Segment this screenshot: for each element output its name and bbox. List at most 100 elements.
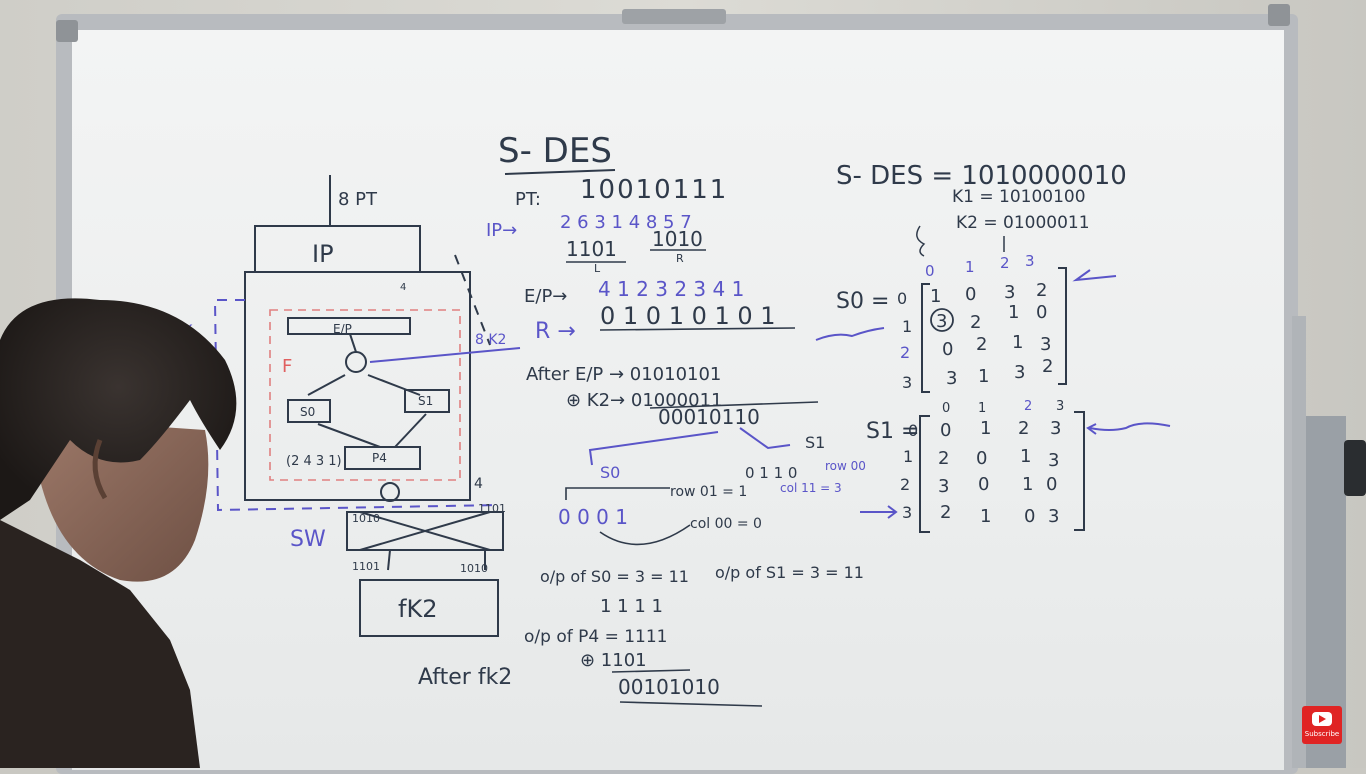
s0-tag: S0 [600, 463, 620, 482]
r-label: R → [535, 319, 576, 344]
sw-label: SW [290, 527, 326, 552]
after-fk2: After fk2 [418, 665, 512, 690]
ip-right: 1010 [652, 227, 703, 251]
s0-box-label: S0 [300, 405, 315, 419]
k2-line: K2 = 01000011 [956, 213, 1090, 233]
s1-cell: 1 [1022, 474, 1033, 495]
s0-cell: 0 [1036, 302, 1047, 323]
p4-perm-label: (2 4 3 1) [286, 454, 342, 469]
s1-col: 2 [1024, 399, 1032, 414]
brace-lines [565, 487, 691, 546]
pointer-arrows [815, 269, 1171, 519]
s0-cell: 2 [976, 334, 987, 355]
s0-cell: 3 [1004, 282, 1015, 303]
s1-cell: 2 [938, 448, 949, 469]
subscribe-button[interactable]: Subscribe [1302, 706, 1342, 744]
s1-row: 0 [908, 421, 918, 440]
fk2-box-label: fK2 [398, 595, 437, 623]
s1-label: S1 = [866, 419, 919, 444]
pt-in-label: 8 PT [338, 189, 378, 210]
k-label: 8 K2 [475, 332, 506, 348]
s0-cell: 3 [936, 311, 947, 332]
s1-matrix: S1 = 0 1 2 3 0 1 2 3 0 1 2 3 2 0 1 3 3 0… [866, 399, 1085, 533]
row-eq: row 01 = 1 [670, 484, 747, 500]
s0-row: 3 [902, 373, 912, 392]
col-s1: col 11 = 3 [780, 481, 842, 495]
s1-cell: 3 [1050, 418, 1061, 439]
s0-cell: 3 [1040, 334, 1051, 355]
r-tag: R [676, 252, 684, 265]
ip-left: 1101 [566, 237, 617, 261]
s0-cell: 1 [978, 366, 989, 387]
col-eq: col 00 = 0 [690, 516, 762, 532]
stand-knob [1344, 440, 1366, 496]
s1-cell: 2 [1018, 418, 1029, 439]
s1-row: 2 [900, 475, 910, 494]
s1-col: 0 [942, 401, 950, 416]
s1-cell: 2 [940, 502, 951, 523]
s1-cell: 0 [976, 448, 987, 469]
hair [0, 298, 237, 520]
s1-cell: 1 [980, 506, 991, 527]
s1-cell: 1 [1020, 446, 1031, 467]
split-arrows [588, 427, 791, 466]
s0-col: 3 [1025, 252, 1035, 270]
s0-cell: 0 [942, 339, 953, 360]
op-s0: o/p of S0 = 3 = 11 [540, 567, 689, 586]
left-out-bits: 1010 [352, 512, 380, 525]
ep-perm: 4 1 2 3 2 3 4 1 [598, 277, 744, 301]
l-tag: L [594, 262, 601, 275]
face [40, 420, 209, 582]
s1-cell: 3 [938, 476, 949, 497]
s0-cell: 1 [1012, 332, 1023, 353]
ip-label: IP→ [486, 220, 517, 241]
subscribe-label: Subscribe [1304, 730, 1340, 738]
s0-row: 2 [900, 343, 910, 362]
s0-cell: 1 [1008, 302, 1019, 323]
f-label: F [282, 356, 292, 377]
bottom-left-bits: 1101 [352, 560, 380, 573]
board-clip [622, 9, 726, 24]
frame-corner [1268, 4, 1290, 26]
k1-line: K1 = 10100100 [952, 187, 1086, 207]
s1-cell: 1 [980, 418, 991, 439]
s0-bits: 0 0 0 1 [558, 505, 628, 529]
board-stand [1292, 316, 1306, 768]
red-f-box [269, 309, 461, 481]
shirt [0, 520, 200, 768]
s1-box-label: S1 [418, 394, 433, 408]
xor-result: 00010110 [658, 405, 760, 429]
s0-cell: 0 [965, 284, 976, 305]
four-ones: 1 1 1 1 [600, 596, 663, 617]
xor-k2: ⊕ K2→ 01000011 [566, 390, 722, 411]
s0-col: 0 [925, 262, 935, 280]
ep-label: E/P→ [524, 286, 567, 307]
four-a: 4 [474, 476, 483, 492]
bottom-right-bits: 1010 [460, 562, 488, 575]
whiteboard [72, 30, 1284, 770]
down-marks [916, 225, 1005, 257]
final-bits: 00101010 [618, 675, 720, 699]
ip-box-label: IP [312, 240, 334, 268]
s0-label: S0 = [836, 289, 889, 314]
s1-cell: 3 [1048, 450, 1059, 471]
s1-bits: 0 1 1 0 [745, 464, 797, 482]
sdes-flow-diagram [244, 175, 504, 637]
xor-p4: ⊕ 1101 [580, 650, 647, 671]
ep-box-label: E/P [333, 322, 352, 336]
s1-tag: S1 [805, 433, 825, 452]
p4-box-label: P4 [372, 451, 387, 465]
s1-row: 3 [902, 503, 912, 522]
s0-cell: 1 [930, 286, 941, 307]
right-out-bits: 1101 [478, 502, 506, 515]
after-ep: After E/P → 01010101 [526, 364, 721, 385]
s0-cell: 3 [946, 368, 957, 389]
r-bits: 0 1 0 1 0 1 0 1 [600, 302, 776, 330]
s1-row: 1 [903, 447, 913, 466]
op-p4: o/p of P4 = 1111 [524, 627, 668, 647]
key-line: S- DES = 1010000010 [836, 161, 1127, 191]
s0-col: 2 [1000, 254, 1010, 272]
s1-cell: 0 [1024, 506, 1035, 527]
